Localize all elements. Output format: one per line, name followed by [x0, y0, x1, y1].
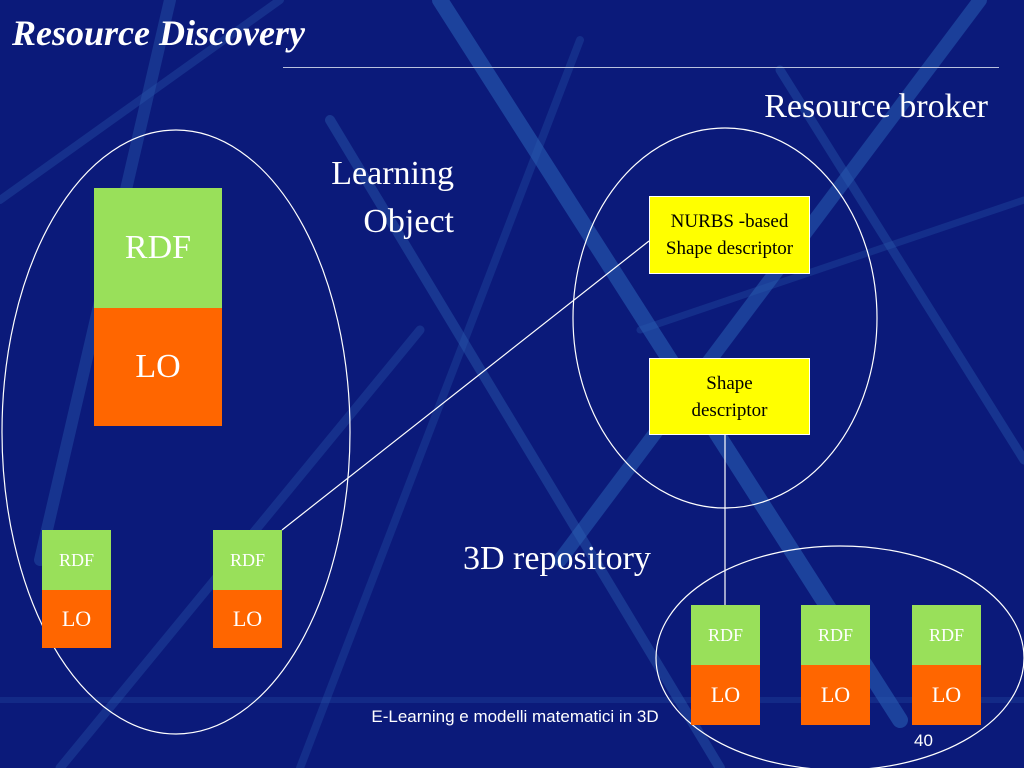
repository-label: 3D repository	[463, 540, 651, 577]
small-rdf-block: RDF	[42, 530, 111, 590]
slide-title: Resource Discovery	[12, 13, 305, 53]
shape-descriptor-box: Shape descriptor	[649, 358, 810, 435]
title-divider	[283, 67, 999, 68]
slide-footer: E-Learning e modelli matematici in 3D	[371, 707, 659, 726]
small-lo-block: LO	[42, 590, 111, 648]
learning-object-ellipse	[1, 129, 351, 735]
repository-lo-block: LO	[691, 665, 760, 725]
large-rdf-block: RDF	[94, 188, 222, 308]
learning-object-label: Learning Object	[331, 155, 454, 240]
repository-lo-block: LO	[801, 665, 870, 725]
repository-rdf-block: RDF	[912, 605, 981, 665]
page-number: 40	[914, 731, 933, 750]
repository-rdf-block: RDF	[691, 605, 760, 665]
nurbs-shape-descriptor-box: NURBS -based Shape descriptor	[649, 196, 810, 274]
small-rdf-block: RDF	[213, 530, 282, 590]
large-lo-block: LO	[94, 308, 222, 426]
lo-to-nurbs-connector	[281, 240, 650, 531]
resource-broker-label: Resource broker	[764, 88, 988, 125]
repository-rdf-block: RDF	[801, 605, 870, 665]
small-lo-block: LO	[213, 590, 282, 648]
repository-lo-block: LO	[912, 665, 981, 725]
repository-ellipse	[655, 545, 1024, 768]
